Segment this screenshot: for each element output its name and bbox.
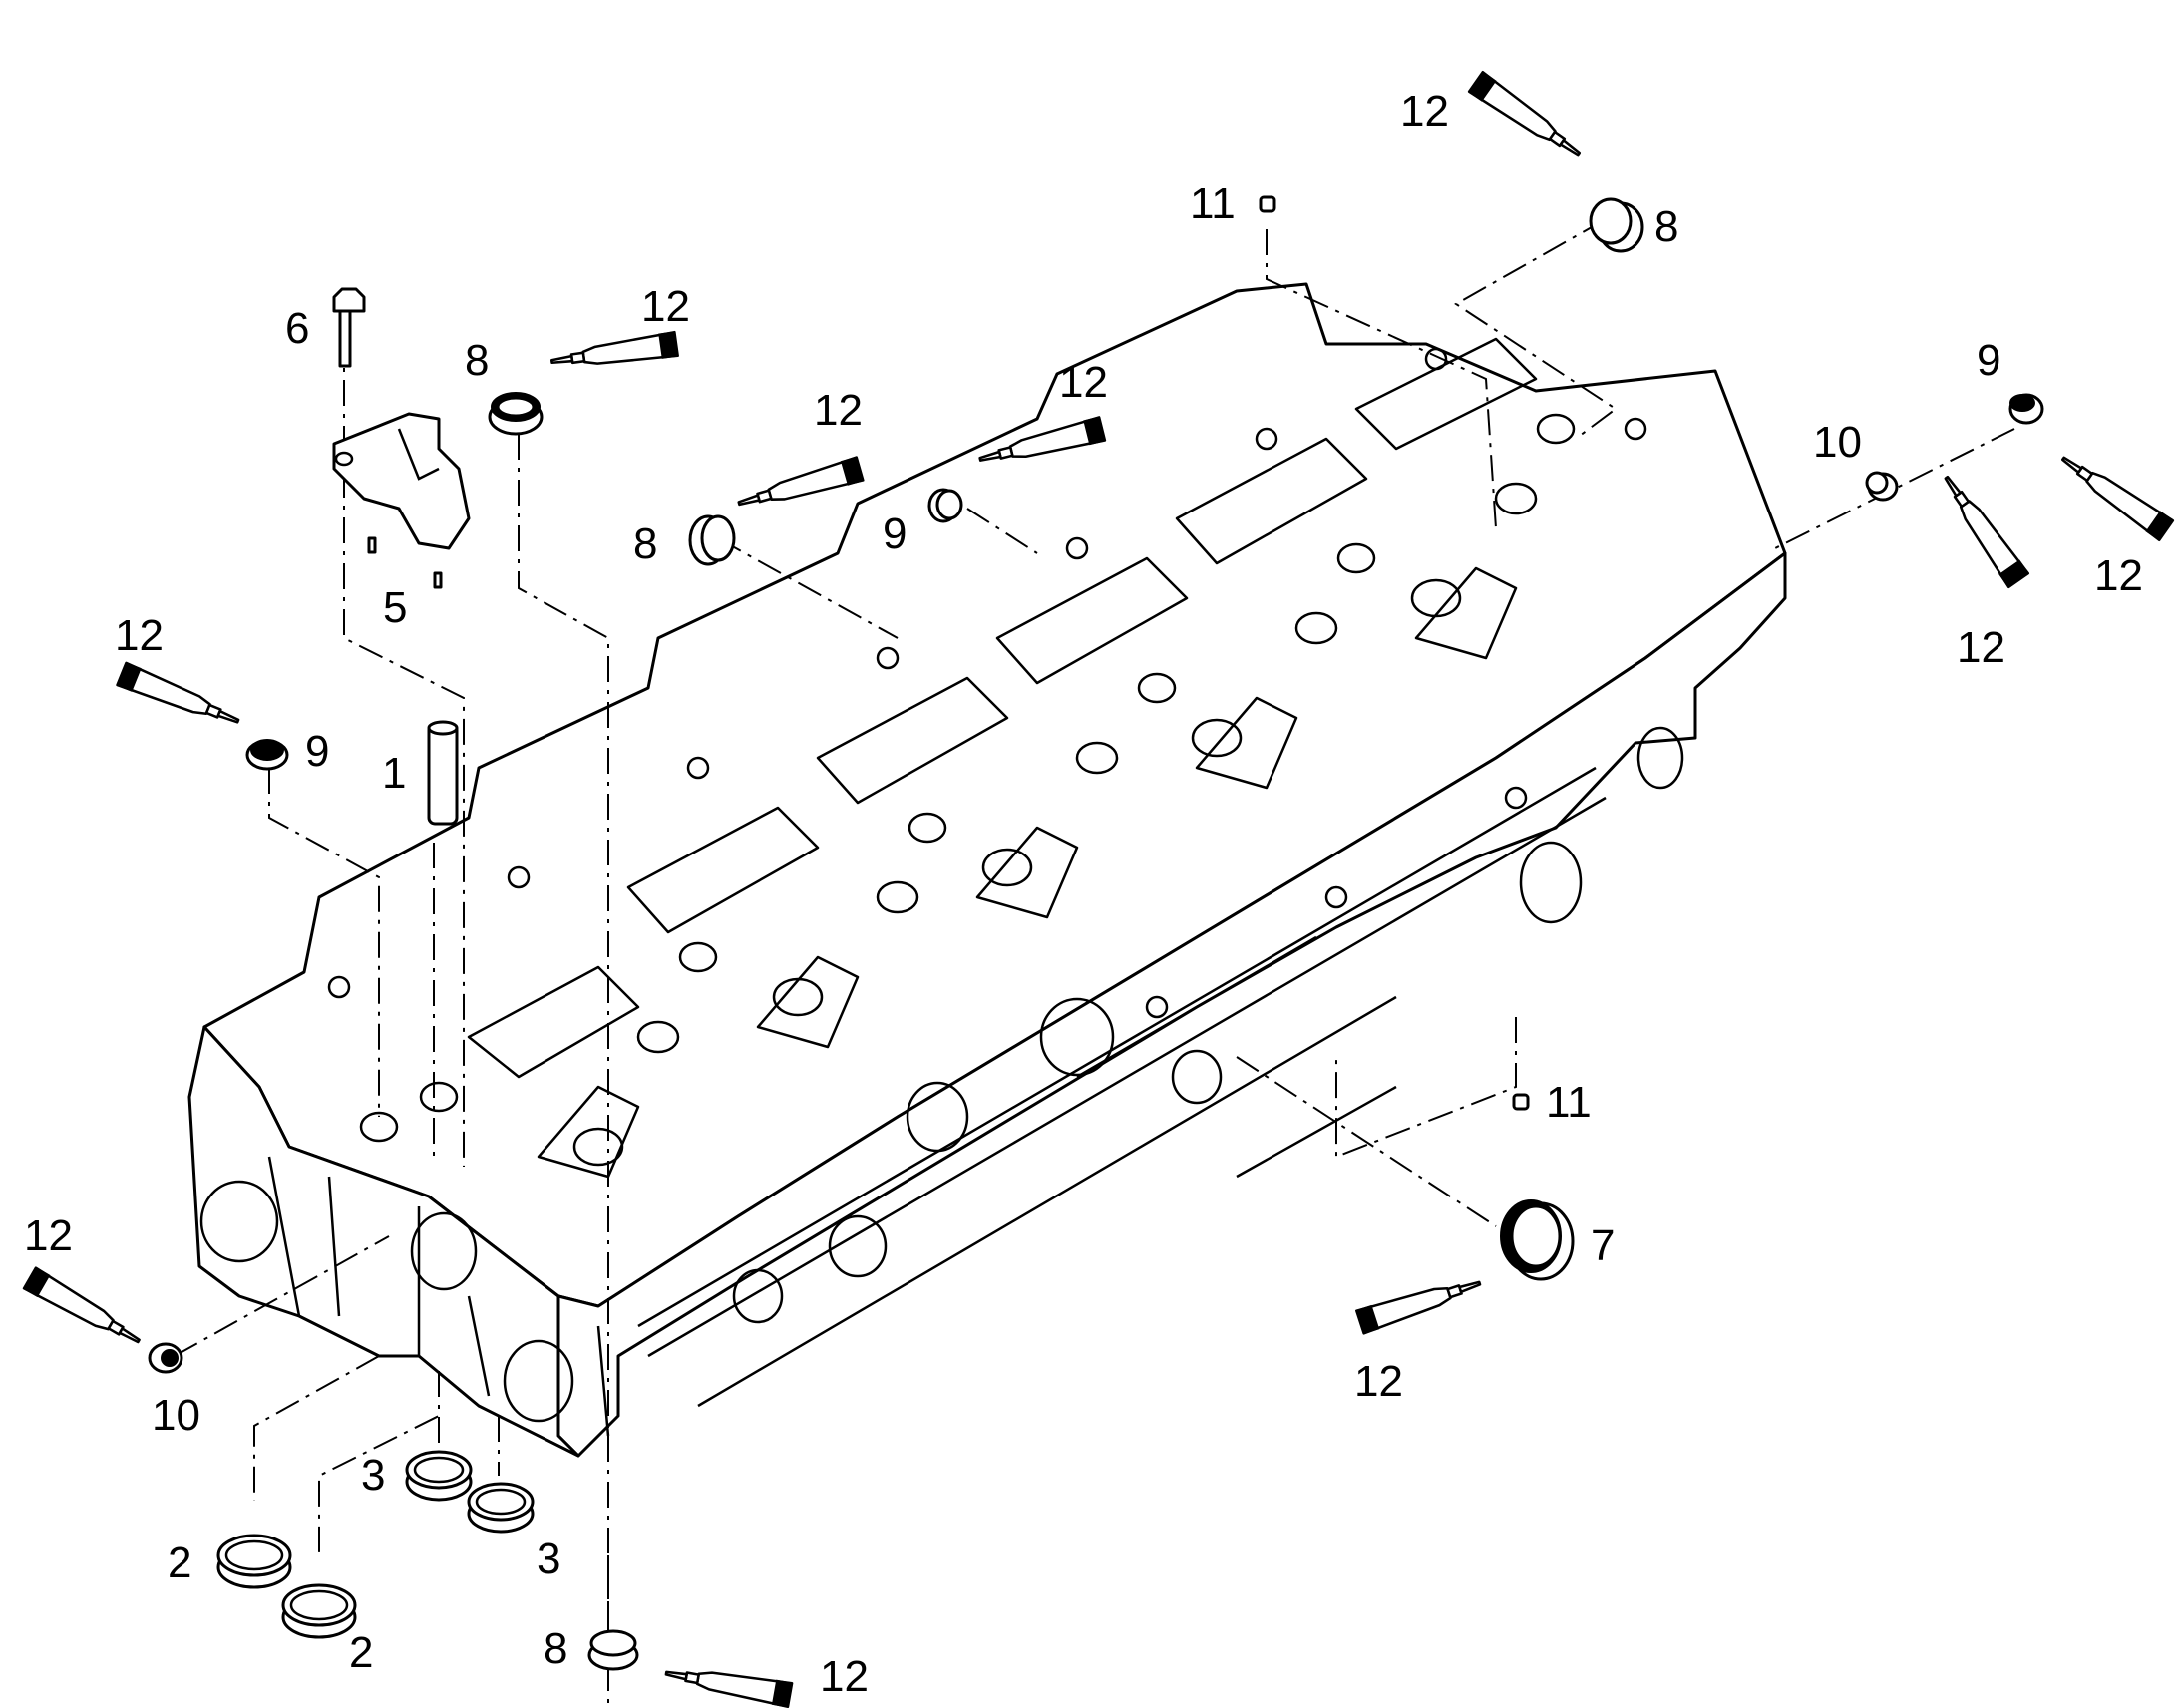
callout-3: 3 — [361, 1451, 385, 1500]
rim-bolt-holes — [327, 347, 1647, 1019]
callout-9: 9 — [883, 510, 907, 558]
callout-12: 12 — [1354, 1357, 1403, 1406]
sealant-tube-icon-d — [116, 661, 244, 734]
sealant-tube-icon-f — [2054, 447, 2175, 542]
sealant-tube-icon-h — [1355, 1270, 1485, 1335]
plug-part-9-b — [927, 488, 963, 523]
plug-part-9-a — [245, 739, 289, 771]
callout-8: 8 — [544, 1624, 567, 1673]
sealant-tube-icon-i — [22, 1266, 147, 1353]
callout-10: 10 — [152, 1391, 200, 1440]
bracket-part-5 — [332, 412, 471, 589]
plug-part-10-a — [1865, 471, 1899, 502]
sleeve-part-1 — [427, 720, 459, 826]
callout-12: 12 — [24, 1211, 73, 1260]
bolt-part-6 — [332, 287, 366, 368]
callout-8: 8 — [1654, 202, 1678, 251]
sealant-tube-icon-b — [734, 456, 865, 516]
callout-2: 2 — [168, 1538, 191, 1587]
callout-9: 9 — [305, 727, 329, 776]
plug-part-8-b — [688, 514, 736, 566]
ring-part-3-a — [405, 1450, 473, 1502]
callout-8: 8 — [465, 336, 489, 385]
plug-part-8-a — [488, 392, 544, 436]
plug-part-11-a — [1259, 195, 1276, 213]
plug-part-11-b — [1512, 1093, 1530, 1111]
callout-10: 10 — [1813, 418, 1862, 467]
valve-holes — [359, 413, 1576, 1167]
ring-part-3-b — [467, 1482, 535, 1534]
callout-11: 11 — [1190, 179, 1236, 228]
callout-12: 12 — [115, 611, 164, 660]
sealant-tube-icon-e — [1467, 70, 1588, 166]
callout-labels: 6 5 12 9 1 8 12 12 8 12 9 12 11 8 9 10 1… — [24, 87, 2143, 1701]
callout-12: 12 — [1400, 87, 1449, 136]
plug-part-10-b — [148, 1342, 183, 1374]
callout-8: 8 — [633, 519, 657, 568]
callout-1: 1 — [382, 749, 406, 798]
ring-part-2-a — [216, 1534, 292, 1589]
callout-12: 12 — [820, 1652, 869, 1701]
callout-12: 12 — [1059, 358, 1108, 407]
callout-12: 12 — [814, 386, 863, 435]
sealant-tube-icon-j — [662, 1660, 794, 1708]
plug-part-8-c — [1589, 197, 1644, 253]
sealant-tube-icon-g — [1935, 469, 2030, 589]
callout-2: 2 — [349, 1628, 373, 1677]
callout-12: 12 — [641, 282, 690, 331]
plug-part-9-c — [2008, 393, 2044, 425]
callout-12: 12 — [1957, 623, 2005, 672]
callout-9: 9 — [1977, 336, 2000, 385]
ring-part-2-b — [281, 1583, 357, 1639]
callout-11: 11 — [1546, 1078, 1592, 1127]
callout-3: 3 — [537, 1535, 560, 1583]
rocker-bridges — [467, 337, 1538, 1179]
cylinder-head-body — [187, 282, 1787, 1458]
callout-7: 7 — [1591, 1221, 1615, 1270]
cap-part-7 — [1500, 1199, 1575, 1281]
leader-lines — [174, 218, 2015, 1708]
sealant-tube-icon-a — [548, 330, 679, 375]
callout-6: 6 — [285, 304, 309, 353]
callout-12: 12 — [2094, 551, 2143, 600]
callout-5: 5 — [383, 583, 407, 632]
plug-part-8-d — [587, 1629, 639, 1671]
